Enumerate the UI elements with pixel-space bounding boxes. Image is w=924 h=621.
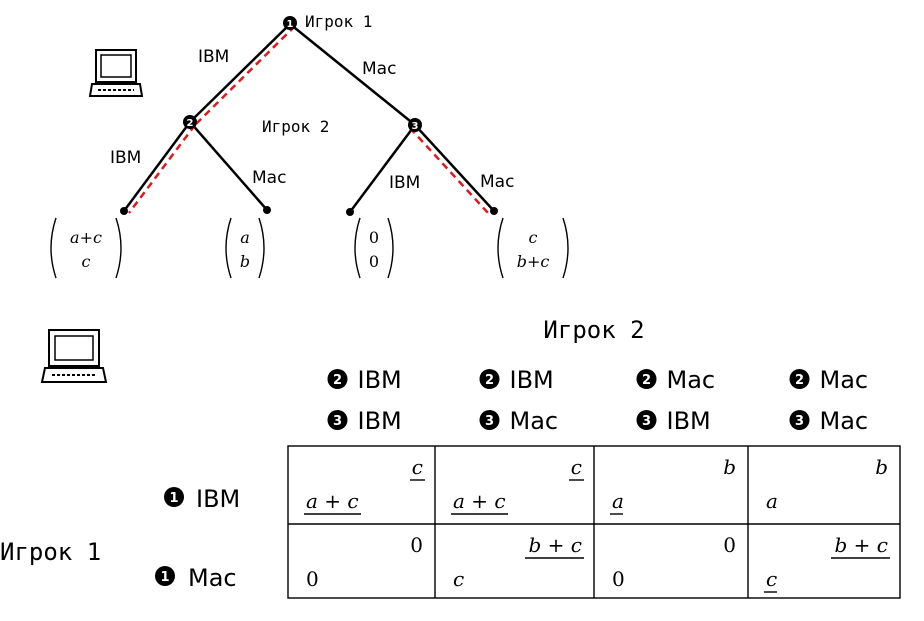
node-number-badge: 3 xyxy=(642,414,651,429)
decision-node-1: 1 xyxy=(283,16,297,30)
column-header-label: Mac xyxy=(820,407,869,435)
matrix-grid xyxy=(287,445,901,599)
matrix-col-player-label: Игрок 2 xyxy=(543,316,644,344)
edge-n3-left xyxy=(348,124,417,213)
matrix-cell: ab xyxy=(766,455,888,513)
payoff-vector: a b xyxy=(225,217,265,279)
matrix-column-header: 2 Mac 3 IBM xyxy=(636,366,716,435)
player1-payoff: a + c xyxy=(306,489,359,513)
player1-payoff: c xyxy=(453,567,464,591)
player2-payoff: b xyxy=(875,455,888,479)
svg-text:b: b xyxy=(240,252,250,271)
game-tree: 1 2 3 Игрок 1 Игрок 2 IBM Mac IBM Mac IB… xyxy=(50,12,569,279)
node-number-badge: 2 xyxy=(333,373,342,388)
edge-n3-right xyxy=(414,124,495,212)
player1-payoff: 0 xyxy=(612,567,625,591)
payoff-vector: 0 0 xyxy=(354,217,394,279)
node-number-badge: 2 xyxy=(642,373,651,388)
payoff-vector: a+c c xyxy=(50,217,122,279)
edge-n2-right xyxy=(189,121,268,211)
decision-node-3: 3 xyxy=(408,118,422,132)
terminal-node xyxy=(120,207,128,215)
player2-payoff: c xyxy=(571,455,582,479)
svg-text:0: 0 xyxy=(369,252,379,271)
player1-payoff: a + c xyxy=(453,489,506,513)
svg-text:IBM: IBM xyxy=(196,485,240,513)
player2-payoff: 0 xyxy=(723,533,736,557)
player1-payoff: 0 xyxy=(306,567,319,591)
player2-payoff: b + c xyxy=(835,533,888,557)
node-number-badge: 3 xyxy=(795,414,804,429)
svg-text:0: 0 xyxy=(369,228,379,247)
matrix-cell: 00 xyxy=(612,533,736,591)
matrix-row-header: 1 IBM xyxy=(164,485,240,513)
svg-text:c: c xyxy=(529,228,538,247)
column-header-label: Mac xyxy=(667,366,716,394)
column-header-label: IBM xyxy=(358,407,402,435)
terminal-node xyxy=(490,207,498,215)
matrix-row-header: 1 Mac xyxy=(155,564,237,592)
column-header-label: IBM xyxy=(667,407,711,435)
player1-payoff: a xyxy=(766,489,778,513)
node-number-badge: 3 xyxy=(485,414,494,429)
svg-text:c: c xyxy=(82,252,91,271)
column-header-label: IBM xyxy=(358,366,402,394)
player2-payoff: c xyxy=(412,455,423,479)
svg-text:a+c: a+c xyxy=(70,228,102,247)
tree-player1-label: Игрок 1 xyxy=(305,12,372,31)
edge-label: IBM xyxy=(198,47,229,67)
decision-node-2: 2 xyxy=(183,115,197,129)
computer-icon xyxy=(88,49,144,97)
column-header-label: Mac xyxy=(510,407,559,435)
edge-label: IBM xyxy=(110,148,141,168)
node-number-badge: 2 xyxy=(795,373,804,388)
matrix-cell: a + c c xyxy=(451,455,584,515)
node-number-badge: 2 xyxy=(485,373,494,388)
matrix-column-header: 2 IBM 3 Mac xyxy=(479,366,559,435)
svg-text:1: 1 xyxy=(160,570,169,585)
node-number-badge: 3 xyxy=(333,414,342,429)
edge-label: IBM xyxy=(389,173,420,193)
player2-payoff: 0 xyxy=(410,533,423,557)
equilibrium-path xyxy=(128,25,490,215)
matrix-cell: a + c c xyxy=(304,455,425,515)
terminal-node xyxy=(263,206,271,214)
edge-n2-left xyxy=(122,121,192,212)
player2-payoff: b xyxy=(723,455,736,479)
player2-payoff: b + c xyxy=(529,533,582,557)
terminal-node xyxy=(346,208,354,216)
computer-icon xyxy=(40,329,108,383)
matrix-row-player-label: Игрок 1 xyxy=(0,538,101,566)
edge-label: Mac xyxy=(480,172,514,192)
svg-text:b+c: b+c xyxy=(517,252,550,271)
matrix-cell: 00 xyxy=(306,533,423,591)
svg-text:2: 2 xyxy=(187,118,194,129)
player1-payoff: a xyxy=(612,489,624,513)
column-header-label: IBM xyxy=(510,366,554,394)
svg-text:Mac: Mac xyxy=(188,564,237,592)
svg-text:a: a xyxy=(240,228,250,247)
edge-root-right xyxy=(289,23,416,126)
matrix-cell: c b + c xyxy=(764,533,890,593)
edge-label: Mac xyxy=(362,59,396,79)
matrix-cell: c b + c xyxy=(453,533,584,591)
player1-payoff: c xyxy=(766,567,777,591)
svg-text:3: 3 xyxy=(412,121,419,132)
column-header-label: Mac xyxy=(820,366,869,394)
payoff-vector: c b+c xyxy=(497,217,569,279)
edge-root-left xyxy=(189,23,291,123)
matrix-cell: ab xyxy=(610,455,736,515)
svg-text:1: 1 xyxy=(287,19,294,30)
svg-text:1: 1 xyxy=(169,491,178,506)
edge-label: Mac xyxy=(252,168,286,188)
tree-player2-label: Игрок 2 xyxy=(262,117,329,136)
